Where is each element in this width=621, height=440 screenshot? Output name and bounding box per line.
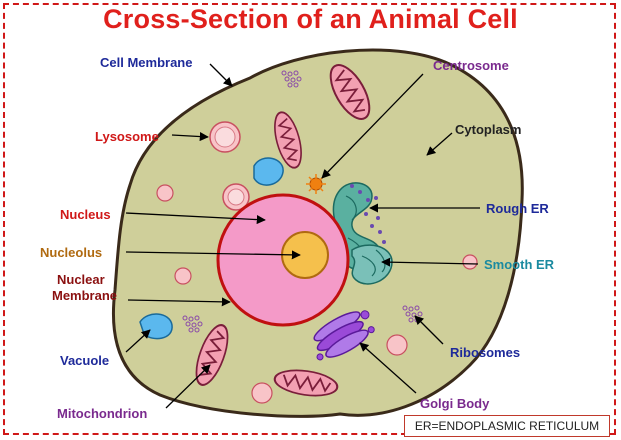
smooth-er xyxy=(351,244,393,285)
lysosome-lower-right xyxy=(386,334,408,356)
label-cell-membrane: Cell Membrane xyxy=(100,55,192,70)
golgi-body xyxy=(313,310,375,361)
label-golgi-body: Golgi Body xyxy=(420,396,490,411)
label-nuclear-membrane-line2: Membrane xyxy=(52,288,117,303)
label-centrosome: Centrosome xyxy=(433,58,509,73)
pointer-nucleolus xyxy=(125,250,301,260)
pointer-centrosome xyxy=(321,73,424,179)
dashed-border xyxy=(3,3,616,435)
label-nucleus: Nucleus xyxy=(60,207,111,222)
label-ribosomes: Ribosomes xyxy=(450,345,520,360)
pointer-mitochondrion xyxy=(165,364,211,409)
centrosome xyxy=(306,174,326,194)
pointer-lines xyxy=(125,63,480,409)
pointer-ribosomes xyxy=(414,315,444,345)
diagram-title: Cross-Section of an Animal Cell xyxy=(103,4,518,34)
label-rough-er: Rough ER xyxy=(486,201,549,216)
pointer-golgi-body xyxy=(359,342,417,394)
lysosome-upper-left xyxy=(209,121,241,153)
pointer-cell-membrane xyxy=(209,63,233,87)
label-cytoplasm: Cytoplasm xyxy=(455,122,521,137)
label-nuclear-membrane-line1: Nuclear xyxy=(57,272,105,287)
label-vacuole: Vacuole xyxy=(60,353,109,368)
pointer-nucleus xyxy=(125,212,266,225)
pointer-nuclear-membrane xyxy=(127,297,231,307)
pointer-smooth-er xyxy=(381,257,479,267)
lysosome-bottom xyxy=(251,382,273,404)
label-nucleolus: Nucleolus xyxy=(40,245,102,260)
label-mitochondrion: Mitochondrion xyxy=(57,406,147,421)
pointer-lysosome xyxy=(171,132,209,142)
lysosome-right xyxy=(462,254,478,270)
vacuole-upper xyxy=(253,157,284,186)
pointer-vacuole xyxy=(125,329,151,353)
footnote-er-definition: ER=ENDOPLASMIC RETICULUM xyxy=(404,415,610,437)
label-smooth-er: Smooth ER xyxy=(484,257,555,272)
pointer-cytoplasm xyxy=(426,132,453,156)
lysosome-small-left xyxy=(156,184,174,202)
lysosome-center xyxy=(222,183,250,211)
label-lysosome: Lysosome xyxy=(95,129,159,144)
lysosome-lower-left xyxy=(174,267,192,285)
